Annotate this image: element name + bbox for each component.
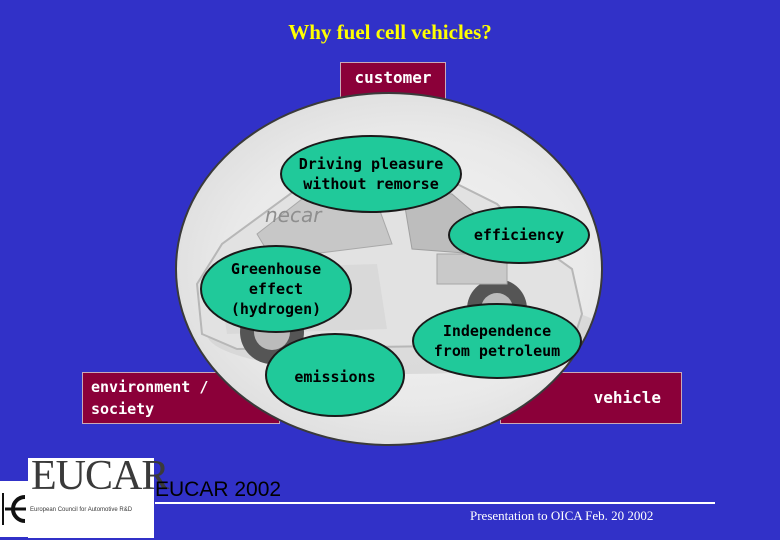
footer-presentation: Presentation to OICA Feb. 20 2002 bbox=[470, 508, 654, 523]
footer-divider bbox=[155, 502, 715, 504]
car-lettering: necar bbox=[265, 203, 323, 227]
driving-pleasure-bubble: Driving pleasure without remorse bbox=[280, 135, 462, 213]
footer-eucar-year: EUCAR 2002 bbox=[155, 478, 282, 501]
greenhouse-effect-bubble: Greenhouse effect (hydrogen) bbox=[200, 245, 352, 333]
eucar-logo-subtitle: European Council for Automotive R&D bbox=[30, 507, 133, 513]
emissions-bubble: emissions bbox=[265, 333, 405, 417]
vehicle-label: vehicle bbox=[593, 388, 661, 407]
eucar-logo: EUCAR European Council for Automotive R&… bbox=[28, 453, 169, 538]
slide-title: Why fuel cell vehicles? bbox=[288, 20, 492, 44]
eucar-e-logo-icon bbox=[0, 481, 30, 537]
efficiency-bubble: efficiency bbox=[448, 206, 590, 264]
customer-label: customer bbox=[354, 68, 432, 87]
environment-society-label: environment / society bbox=[91, 378, 209, 418]
independence-bubble: Independence from petroleum bbox=[412, 303, 582, 379]
eucar-logo-word: EUCAR bbox=[31, 453, 169, 499]
